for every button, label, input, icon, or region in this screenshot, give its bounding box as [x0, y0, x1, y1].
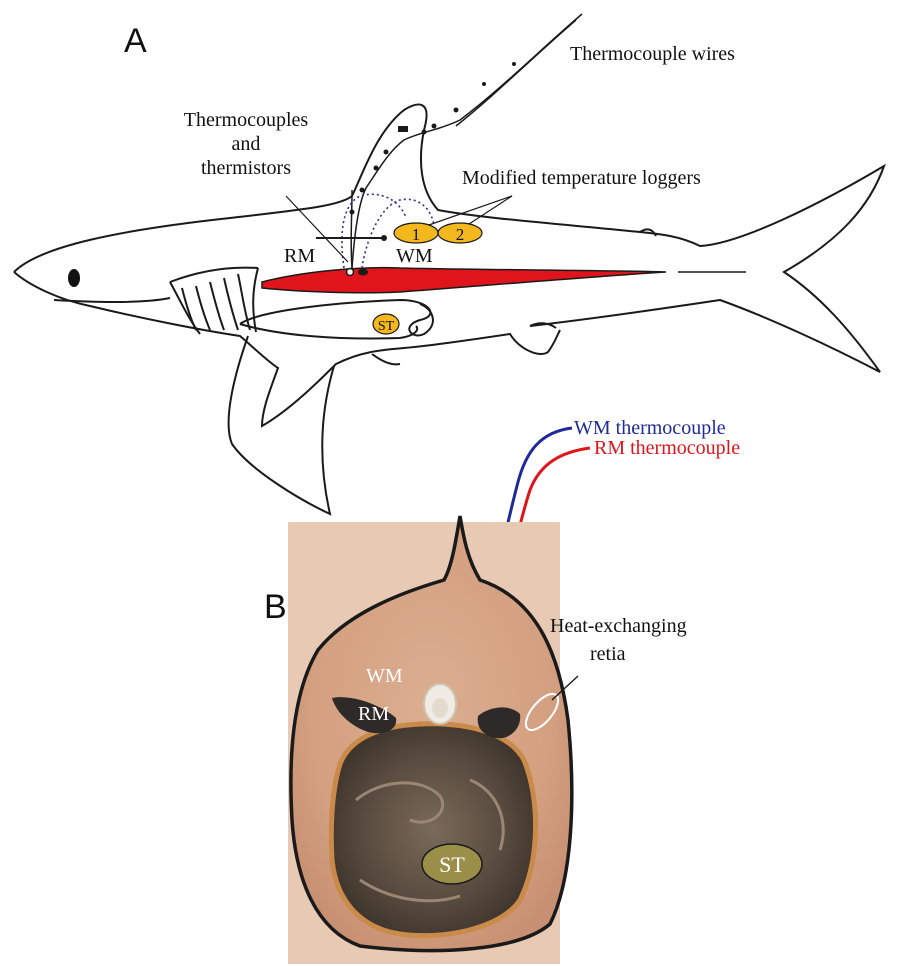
shark-outline: [14, 105, 884, 514]
logger-2-label: 2: [456, 225, 465, 244]
modified-loggers-label: Modified temperature loggers: [462, 167, 701, 189]
wm-label-a: WM: [396, 245, 433, 267]
wire-clips: [350, 62, 517, 215]
heat-exchanging-label-line1: Heat-exchanging: [550, 615, 687, 637]
rm-label-b: RM: [358, 703, 389, 725]
logger-1-label: 1: [412, 225, 421, 244]
logger-pointer-2: [466, 196, 512, 226]
stomach-label-a: ST: [378, 319, 395, 334]
heat-exchanging-label-line2: retia: [590, 643, 626, 665]
panel-a-letter: A: [124, 22, 147, 60]
stomach-label-b: ST: [439, 852, 465, 877]
red-muscle-band: [262, 268, 666, 293]
thermocouples-label-line3: thermistors: [201, 157, 291, 179]
wm-thermocouple-label: WM thermocouple: [574, 417, 726, 439]
panel-a: A: [14, 14, 884, 514]
wm-label-b: WM: [366, 665, 403, 687]
thermocouple-wires-label: Thermocouple wires: [570, 43, 735, 65]
wm-probe-tip: [381, 235, 387, 241]
thermocouples-label-line2: and: [232, 133, 261, 155]
panel-b: B ST WM RM Heat-exchanging retia: [264, 516, 687, 964]
panel-b-letter: B: [264, 588, 287, 626]
shark-eye: [68, 269, 80, 287]
rm-thermocouple-label: RM thermocouple: [594, 437, 740, 459]
rm-probe-tip: [358, 269, 368, 276]
rm-label-a: RM: [284, 245, 315, 267]
rm-probe-open: [347, 269, 354, 276]
vertebra-center: [432, 698, 448, 718]
gut-cavity: [331, 724, 535, 936]
thermocouples-label-line1: Thermocouples: [184, 109, 309, 131]
